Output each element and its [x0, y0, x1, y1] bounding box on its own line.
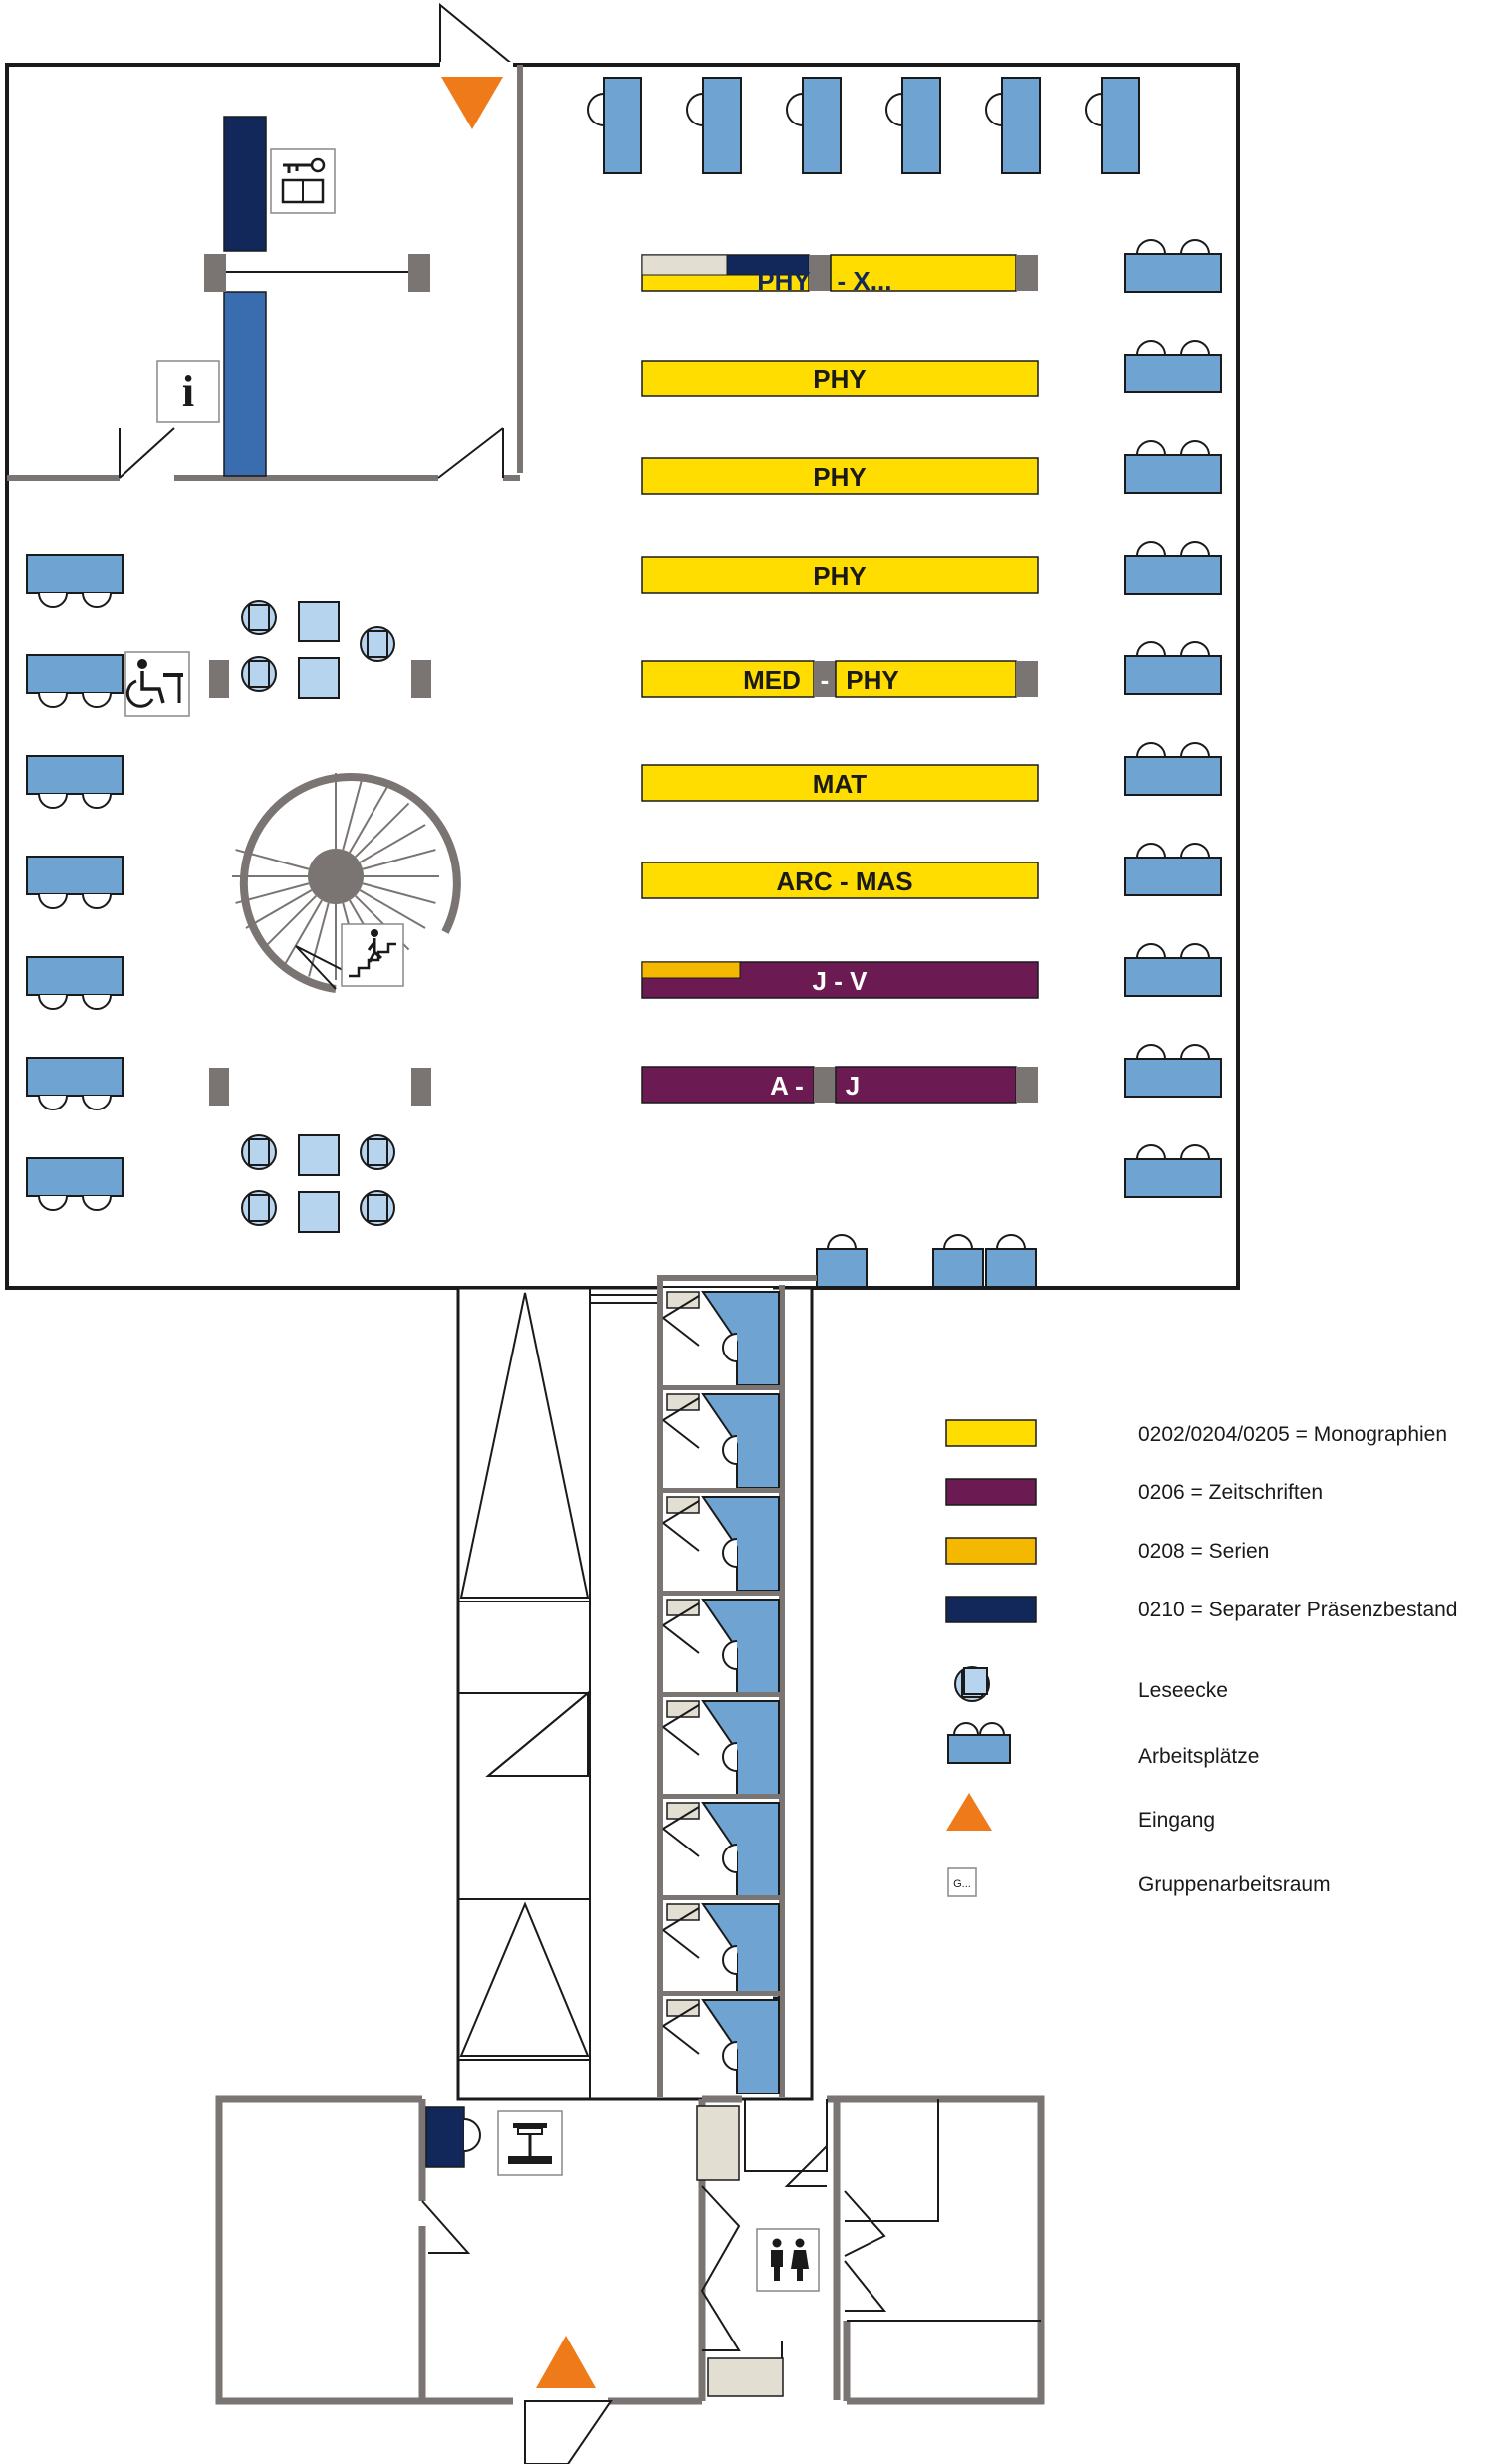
stair-step: [261, 895, 317, 951]
stair-step: [342, 776, 364, 851]
stair-step: [308, 902, 330, 977]
workstations-bottom-row: [816, 1234, 1037, 1288]
stair-step: [283, 899, 323, 967]
svg-text:i: i: [182, 368, 194, 416]
legend-item-gruppenarbeitsraum: G... Gruppenarbeitsraum: [947, 1867, 1331, 1897]
shelf-label: -: [821, 665, 830, 695]
stair-step: [359, 889, 426, 929]
shelf-label: A -: [770, 1071, 804, 1101]
entrance-hall-walls: [215, 2095, 1045, 2405]
bookshelf-row-9: A - J: [641, 1066, 1038, 1104]
praesenz-shelf: [223, 116, 267, 252]
bookshelf-row-8: J - V: [641, 961, 1039, 999]
legend-item-monographien: 0202/0204/0205 = Monographien: [945, 1419, 1447, 1447]
cabinet: [707, 2357, 784, 2397]
svg-text:0202/0204/0205 = Monographien: 0202/0204/0205 = Monographien: [1138, 1423, 1447, 1446]
shelf-label: ARC - MAS: [776, 866, 912, 896]
legend-item-praesenz: 0210 = Separater Präsenzbestand: [945, 1596, 1457, 1623]
shelf-label: PHY: [757, 266, 810, 296]
wheelchair-workstation-icon: [124, 651, 190, 717]
reading-lounge-upper: [241, 600, 395, 699]
bookshelf-row-5: MED - PHY: [641, 660, 1038, 698]
shelf-label: PHY: [813, 462, 866, 492]
svg-text:Leseecke: Leseecke: [1138, 1679, 1228, 1702]
restroom-icon: [756, 2228, 820, 2292]
workstations-right-column: [1124, 239, 1222, 1198]
svg-text:0206 = Zeitschriften: 0206 = Zeitschriften: [1138, 1481, 1323, 1504]
cabinet: [696, 2105, 740, 2181]
stair-step: [362, 882, 436, 904]
bookshelf-row-2: PHY: [641, 360, 1039, 397]
bookshelf-row-1: PHY - X...: [641, 254, 1038, 296]
info-icon: i: [156, 360, 220, 423]
svg-text:G...: G...: [953, 1878, 971, 1890]
stair-step: [355, 802, 410, 858]
svg-text:Eingang: Eingang: [1138, 1809, 1215, 1832]
locker-key-icon: [270, 148, 336, 214]
shelf-label: PHY: [846, 665, 898, 695]
legend-item-leseecke: Leseecke: [954, 1666, 1228, 1702]
bookshelf-row-4: PHY: [641, 556, 1039, 594]
svg-text:0210 = Separater Präsenzbestan: 0210 = Separater Präsenzbestand: [1138, 1599, 1457, 1621]
entrance-marker-top: [441, 77, 503, 129]
pillars: [209, 660, 431, 1106]
shelf-label: PHY: [813, 365, 866, 394]
legend-item-zeitschriften: 0206 = Zeitschriften: [945, 1478, 1323, 1506]
svg-text:0208 = Serien: 0208 = Serien: [1138, 1540, 1269, 1563]
svg-text:Gruppenarbeitsraum: Gruppenarbeitsraum: [1138, 1873, 1331, 1896]
service-desk-icon: [497, 2110, 563, 2176]
workstations-left-column: [26, 554, 124, 1211]
shelf-label: J - V: [813, 966, 869, 996]
shelf-label: - X...: [838, 266, 892, 296]
shelf-label: PHY: [813, 561, 866, 591]
stair-step: [245, 889, 313, 929]
shelf-label: J: [846, 1071, 860, 1101]
legend-item-eingang: Eingang: [946, 1793, 1215, 1832]
svg-text:Arbeitsplätze: Arbeitsplätze: [1138, 1745, 1259, 1768]
legend: 0202/0204/0205 = Monographien 0206 = Zei…: [945, 1419, 1457, 1897]
shelf-label: MED: [743, 665, 801, 695]
stair-step: [362, 849, 436, 870]
legend-item-serien: 0208 = Serien: [945, 1537, 1269, 1565]
legend-item-arbeitsplaetze: Arbeitsplätze: [947, 1722, 1259, 1768]
praesenz-shelf: [223, 291, 267, 477]
bookshelf-row-7: ARC - MAS: [641, 862, 1039, 899]
spiral-staircase: [232, 773, 461, 993]
stair-step: [235, 882, 310, 904]
group-work-rooms: [657, 1287, 782, 2096]
workstations-top-row: [587, 77, 1140, 174]
shelf-label: MAT: [813, 769, 868, 799]
building-walls: [5, 2, 1240, 1290]
entrance-marker-bottom: [536, 2336, 596, 2388]
bookshelf-row-6: MAT: [641, 764, 1039, 802]
reading-lounge-lower: [241, 1134, 395, 1233]
stairs-icon: [341, 923, 404, 987]
stair-step: [235, 849, 310, 870]
bookshelf-row-3: PHY: [641, 457, 1039, 495]
stair-step: [359, 824, 426, 863]
cabinet: [425, 2106, 465, 2168]
stair-step: [349, 786, 388, 854]
